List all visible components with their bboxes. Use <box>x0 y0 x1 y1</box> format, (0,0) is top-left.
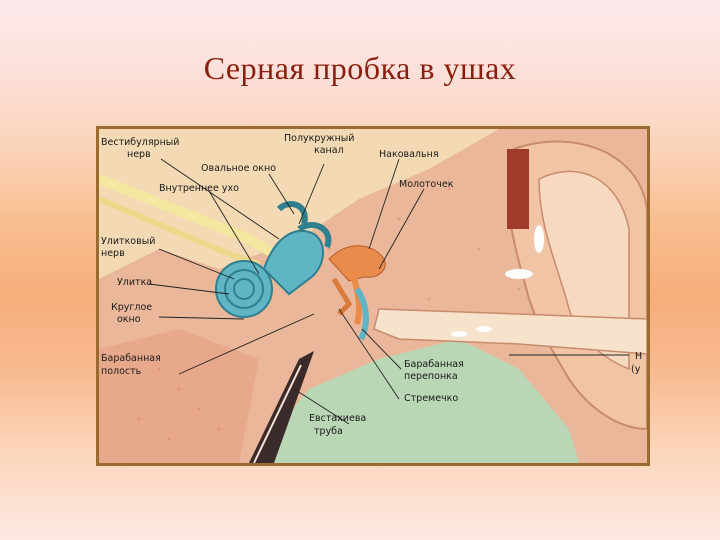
ear-anatomy-diagram: Вестибулярный нерв Полукружный канал Нак… <box>99 129 647 463</box>
label-eustachian-tube-2: труба <box>314 426 343 437</box>
label-round-window-2: окно <box>117 314 141 325</box>
label-cut-2: (у <box>631 364 641 375</box>
canal-hole-1 <box>476 326 492 332</box>
cartilage-strip <box>507 149 529 229</box>
eustachian-tube-highlight <box>253 364 302 463</box>
eardrum <box>354 287 369 341</box>
slide-title: Серная пробка в ушах <box>203 50 517 86</box>
label-cochlear-nerve-2: нерв <box>101 248 125 259</box>
label-semicircular-canal-2: канал <box>314 145 344 156</box>
label-round-window-1: Круглое <box>111 302 152 313</box>
label-malleus: Молоточек <box>399 179 454 190</box>
ear-canal <box>373 308 647 355</box>
vestibular-nerve-band <box>99 174 277 259</box>
label-tympanic-cavity-1: Барабанная <box>101 353 161 364</box>
label-semicircular-canal-1: Полукружный <box>284 133 355 144</box>
leader-lines <box>148 158 425 425</box>
label-eardrum-2: перепонка <box>404 371 458 382</box>
label-vestibular-nerve-2: нерв <box>127 149 151 160</box>
label-tympanic-cavity-2: полость <box>101 366 142 377</box>
label-eardrum-1: Барабанная <box>404 359 464 370</box>
canal-hole-2 <box>451 331 467 337</box>
cartilage-hole-2 <box>505 269 533 279</box>
label-oval-window: Овальное окно <box>201 163 276 174</box>
label-cochlear-nerve-1: Улитковый <box>101 236 155 247</box>
label-incus: Наковальня <box>379 149 439 160</box>
ear-anatomy-figure: Вестибулярный нерв Полукружный канал Нак… <box>96 126 650 466</box>
label-stapes: Стремечко <box>404 393 458 404</box>
inner-ear-labyrinth <box>215 201 332 318</box>
label-inner-ear: Внутреннее ухо <box>159 183 239 194</box>
ossicles <box>328 245 386 325</box>
label-cochlea: Улитка <box>117 277 152 288</box>
label-eustachian-tube-1: Евстахиева <box>309 413 366 424</box>
label-vestibular-nerve-1: Вестибулярный <box>101 137 179 148</box>
label-cut-1: Н <box>635 351 642 362</box>
neck-area <box>249 339 579 463</box>
cartilage-hole-1 <box>534 225 544 253</box>
